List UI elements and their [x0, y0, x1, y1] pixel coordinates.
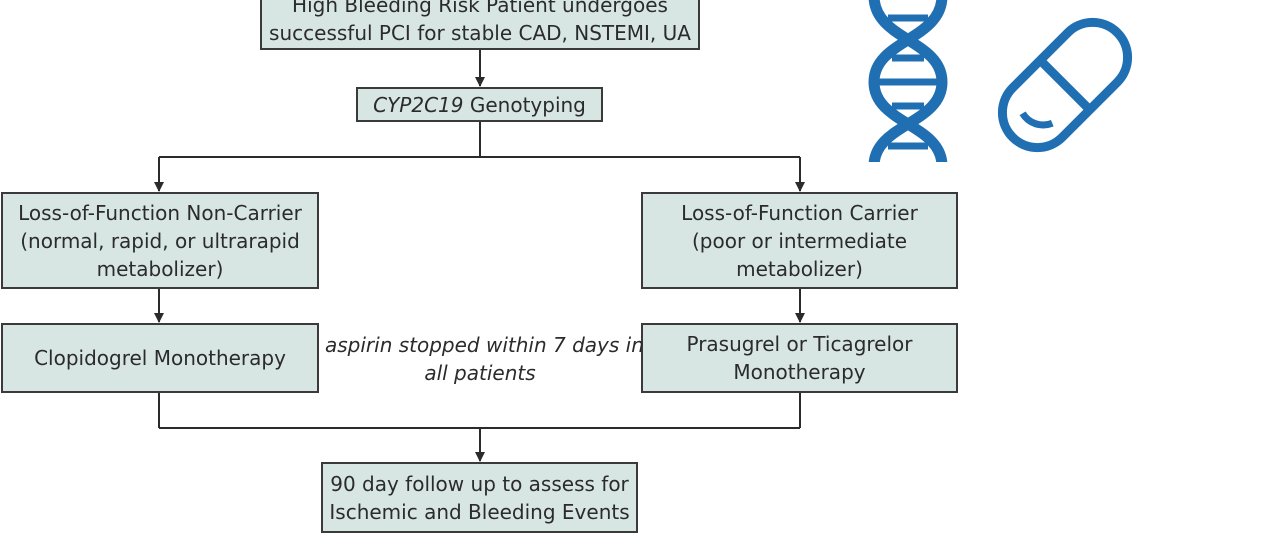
- genotyping-rest: Genotyping: [463, 92, 586, 117]
- gene-name: CYP2C19: [373, 92, 464, 117]
- start-line-2: successful PCI for stable CAD, NSTEMI, U…: [269, 21, 691, 45]
- genotyping-box: CYP2C19 Genotyping: [356, 87, 603, 122]
- start-box: High Bleeding Risk Patient undergoes suc…: [260, 0, 700, 50]
- non-carrier-line-1: Loss-of-Function Non-Carrier: [18, 200, 302, 225]
- non-carrier-line-3: metabolizer): [96, 256, 224, 281]
- aspirin-note: aspirin stopped within 7 days in all pat…: [325, 331, 644, 387]
- followup-box: 90 day follow up to assess for Ischemic …: [321, 462, 638, 533]
- non-carrier-box: Loss-of-Function Non-Carrier (normal, ra…: [1, 192, 319, 289]
- dna-icon: [868, 0, 948, 162]
- carrier-line-2: (poor or intermediate: [691, 228, 908, 253]
- aspirin-note-line-1: aspirin stopped within 7 days in: [325, 333, 644, 357]
- prasugrel-box: Prasugrel or Ticagrelor Monotherapy: [641, 323, 958, 393]
- followup-line-2: Ischemic and Bleeding Events: [329, 499, 630, 524]
- carrier-line-1: Loss-of-Function Carrier: [681, 200, 918, 225]
- non-carrier-line-2: (normal, rapid, or ultrarapid: [20, 228, 300, 253]
- carrier-box: Loss-of-Function Carrier (poor or interm…: [641, 192, 958, 289]
- aspirin-note-line-2: all patients: [424, 361, 536, 385]
- prasugrel-line-2: Monotherapy: [733, 360, 866, 384]
- start-line-1: High Bleeding Risk Patient undergoes: [292, 0, 668, 17]
- followup-line-1: 90 day follow up to assess for: [330, 471, 629, 496]
- genotyping-label: CYP2C19 Genotyping: [373, 91, 586, 119]
- clopidogrel-box: Clopidogrel Monotherapy: [1, 323, 319, 393]
- clopidogrel-label: Clopidogrel Monotherapy: [34, 346, 286, 370]
- carrier-line-3: metabolizer): [736, 256, 863, 281]
- pill-capsule-icon: [997, 17, 1133, 153]
- prasugrel-line-1: Prasugrel or Ticagrelor: [686, 332, 913, 356]
